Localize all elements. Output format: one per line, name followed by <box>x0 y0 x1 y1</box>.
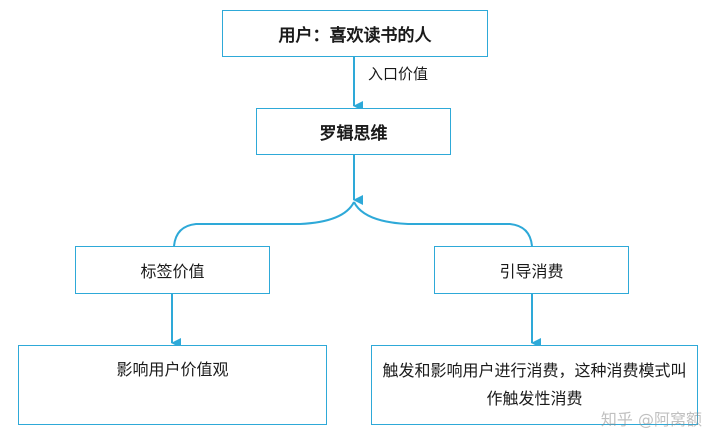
node-influence-values-label: 影响用户价值观 <box>116 360 229 379</box>
node-trigger-consumption-label: 触发和影响用户进行消费，这种消费模式叫作触发性消费 <box>382 361 687 408</box>
node-trigger-consumption: 触发和影响用户进行消费，这种消费模式叫作触发性消费 <box>371 345 698 425</box>
watermark: 知乎 @阿窝额 <box>600 410 702 429</box>
node-guide-consumption-label: 引导消费 <box>499 262 564 281</box>
node-tag-value: 标签价值 <box>75 246 270 294</box>
node-logic-label: 罗辑思维 <box>319 124 388 144</box>
branch-left <box>173 201 355 247</box>
node-guide-consumption: 引导消费 <box>434 246 629 294</box>
node-user-label: 用户：喜欢读书的人 <box>278 26 432 46</box>
branch-right <box>353 201 533 247</box>
edge-label-entry-value: 入口价值 <box>368 65 429 83</box>
node-influence-values: 影响用户价值观 <box>18 345 327 425</box>
node-tag-value-label: 标签价值 <box>140 262 205 281</box>
node-user: 用户：喜欢读书的人 <box>222 10 488 57</box>
node-logic: 罗辑思维 <box>256 108 451 155</box>
